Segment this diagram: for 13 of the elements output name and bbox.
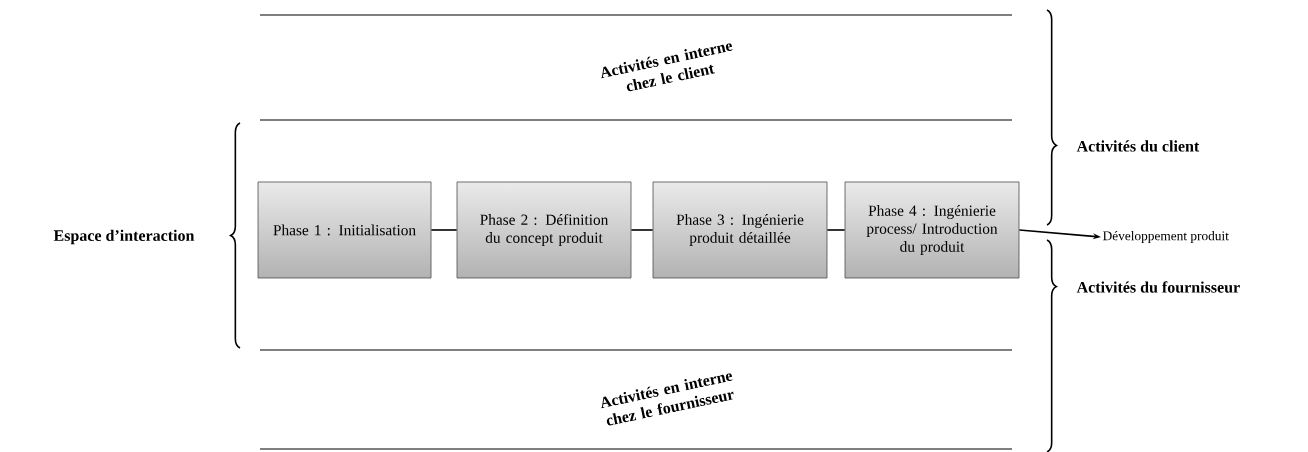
phase-box: Phase 2 : Définition du concept produit	[456, 181, 632, 279]
phase-box: Phase 4 : Ingénierie process/ Introduction du produit	[844, 181, 1020, 279]
connector-line	[630, 229, 654, 231]
brace-label: Activités du client	[1076, 140, 1200, 152]
brace-label: Espace d’interaction	[53, 229, 195, 245]
connector-line	[430, 229, 458, 231]
rotated-label: Activités en interne chez le fournisseur	[601, 373, 734, 426]
brace-label: Activités du fournisseur	[1076, 281, 1240, 293]
phase-box: Phase 3 : Ingénierie produit détaillée	[652, 181, 828, 279]
phase-box: Phase 1 : Initialisation	[257, 181, 432, 279]
rotated-label: Activités en interne chez le client	[601, 43, 733, 92]
connector-line	[826, 229, 846, 231]
output-label: Développement produit	[1103, 230, 1229, 244]
